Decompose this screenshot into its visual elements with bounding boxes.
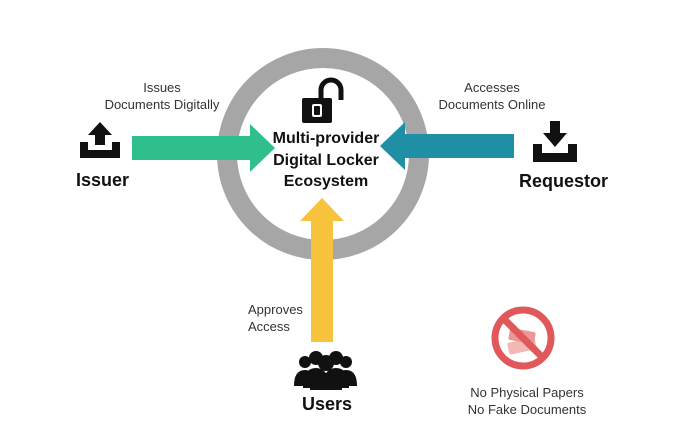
- users-action-line1: Approves: [248, 302, 303, 317]
- download-tray-icon: [533, 121, 577, 162]
- no-paper-caption: No Physical Papers No Fake Documents: [462, 385, 592, 419]
- users-arrow: [300, 198, 344, 342]
- no-paper-icon: [491, 306, 555, 370]
- issuer-action-label: Issues Documents Digitally: [100, 80, 224, 114]
- users-label: Users: [302, 394, 353, 414]
- requestor-action-line2: Documents Online: [438, 96, 546, 112]
- user-group-icon: [294, 351, 357, 390]
- issuer-arrow: [132, 124, 275, 172]
- requestor-action-label: Accesses Documents Online: [434, 80, 550, 114]
- ecosystem-title-line1: Multi-provider: [272, 130, 380, 147]
- requestor-label: Requestor: [519, 171, 609, 191]
- no-paper-line2: No Fake Documents: [467, 401, 587, 417]
- upload-tray-icon: [80, 122, 120, 158]
- users-action-line2: Access: [248, 318, 290, 334]
- ecosystem-title-line3: Ecosystem: [283, 173, 369, 191]
- issuer-action-line1: Issues: [143, 80, 181, 95]
- unlock-icon: [302, 77, 344, 123]
- issuer-action-line2: Documents Digitally: [104, 96, 220, 112]
- ecosystem-title-line2: Digital Locker: [273, 151, 379, 169]
- requestor-action-line1: Accesses: [464, 80, 520, 95]
- no-paper-line1: No Physical Papers: [470, 385, 584, 400]
- issuer-label: Issuer: [76, 170, 130, 190]
- users-action-label: Approves Access: [248, 302, 303, 336]
- requestor-arrow: [380, 122, 514, 170]
- ecosystem-title: Multi-provider Digital Locker Ecosystem: [256, 128, 396, 193]
